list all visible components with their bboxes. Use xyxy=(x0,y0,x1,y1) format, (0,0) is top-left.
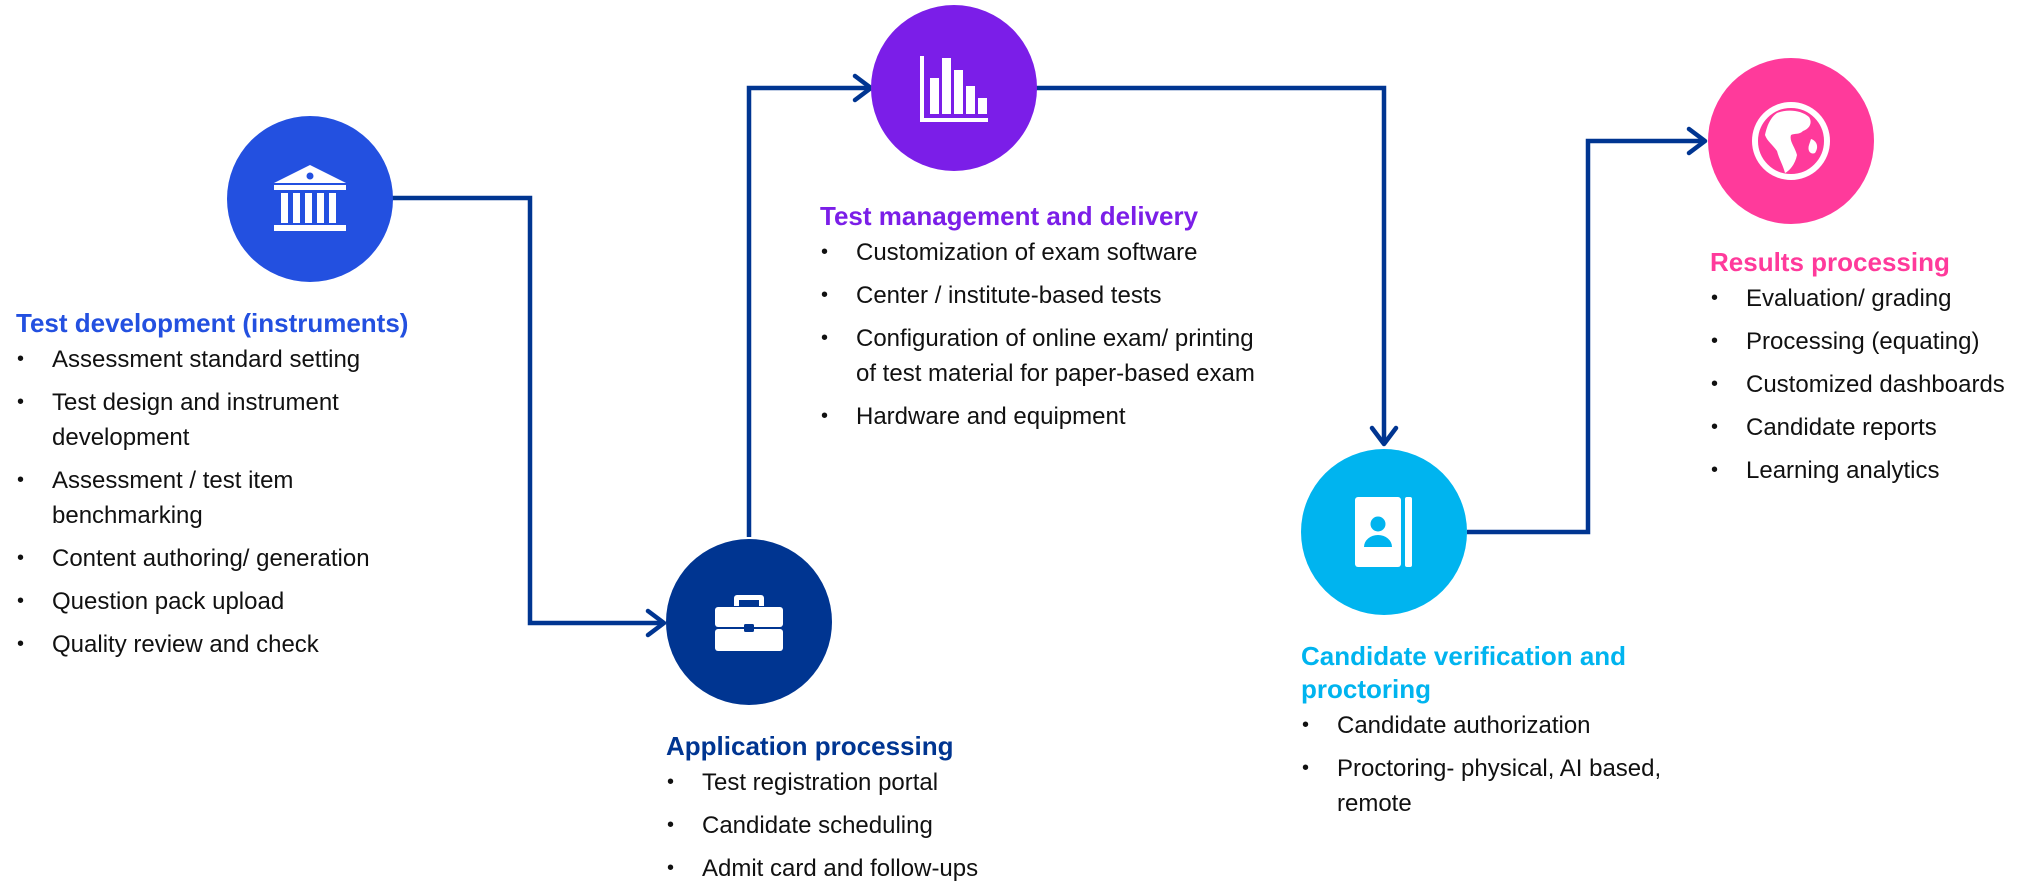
connector-management-to-verification xyxy=(1036,85,1387,441)
results-processing-stage: Results processing Evaluation/ grading P… xyxy=(1710,246,2022,496)
bar-chart-icon xyxy=(920,56,988,122)
arrowhead-results xyxy=(1686,126,1708,156)
institution-building-icon xyxy=(274,165,346,231)
briefcase-icon xyxy=(715,595,783,651)
list-item: Processing (equating) xyxy=(1710,324,2022,359)
application-processing-title: Application processing xyxy=(666,731,954,761)
results-processing-title: Results processing xyxy=(1710,247,1950,277)
list-item: Assessment / test item benchmarking xyxy=(16,463,352,533)
list-item: Quality review and check xyxy=(16,627,416,662)
list-item: Configuration of online exam/ printing o… xyxy=(820,321,1256,391)
list-item: Evaluation/ grading xyxy=(1710,281,2022,316)
test-management-circle xyxy=(871,5,1037,171)
results-processing-list: Evaluation/ grading Processing (equating… xyxy=(1710,281,2022,488)
arrowhead-verification xyxy=(1369,425,1399,447)
test-development-stage: Test development (instruments) Assessmen… xyxy=(16,307,416,670)
list-item: Center / institute-based tests xyxy=(820,278,1270,313)
list-item: Hardware and equipment xyxy=(820,399,1270,434)
test-development-title: Test development (instruments) xyxy=(16,308,409,338)
list-item: Content authoring/ generation xyxy=(16,541,416,576)
list-item: Customized dashboards xyxy=(1710,367,2022,402)
test-development-circle xyxy=(227,116,393,282)
list-item: Customization of exam software xyxy=(820,235,1270,270)
test-management-stage: Test management and delivery Customizati… xyxy=(820,200,1270,442)
candidate-verification-title: Candidate verification and proctoring xyxy=(1301,641,1627,704)
connector-dev-to-application xyxy=(391,195,662,626)
list-item: Candidate scheduling xyxy=(666,808,1066,843)
test-development-list: Assessment standard setting Test design … xyxy=(16,342,416,662)
list-item: Learning analytics xyxy=(1710,453,2022,488)
list-item: Question pack upload xyxy=(16,584,416,619)
candidate-verification-list: Candidate authorization Proctoring- phys… xyxy=(1301,708,1721,821)
list-item: Test design and instrument development xyxy=(16,385,382,455)
connector-verification-to-results xyxy=(1467,138,1703,535)
candidate-verification-circle xyxy=(1301,449,1467,615)
candidate-verification-stage: Candidate verification and proctoring Ca… xyxy=(1301,640,1721,829)
test-management-title: Test management and delivery xyxy=(820,201,1199,231)
list-item: Candidate authorization xyxy=(1301,708,1721,743)
globe-icon xyxy=(1752,102,1830,180)
connector-application-to-management xyxy=(746,85,869,537)
arrowhead-application xyxy=(645,608,667,638)
list-item: Assessment standard setting xyxy=(16,342,416,377)
application-processing-list: Test registration portal Candidate sched… xyxy=(666,765,1066,886)
test-management-list: Customization of exam software Center / … xyxy=(820,235,1270,434)
application-processing-circle xyxy=(666,539,832,705)
list-item: Test registration portal xyxy=(666,765,1066,800)
contact-book-icon xyxy=(1355,497,1412,567)
application-processing-stage: Application processing Test registration… xyxy=(666,730,1066,894)
list-item: Proctoring- physical, AI based, remote xyxy=(1301,751,1727,821)
list-item: Candidate reports xyxy=(1710,410,2022,445)
results-processing-circle xyxy=(1708,58,1874,224)
list-item: Admit card and follow-ups xyxy=(666,851,1066,886)
